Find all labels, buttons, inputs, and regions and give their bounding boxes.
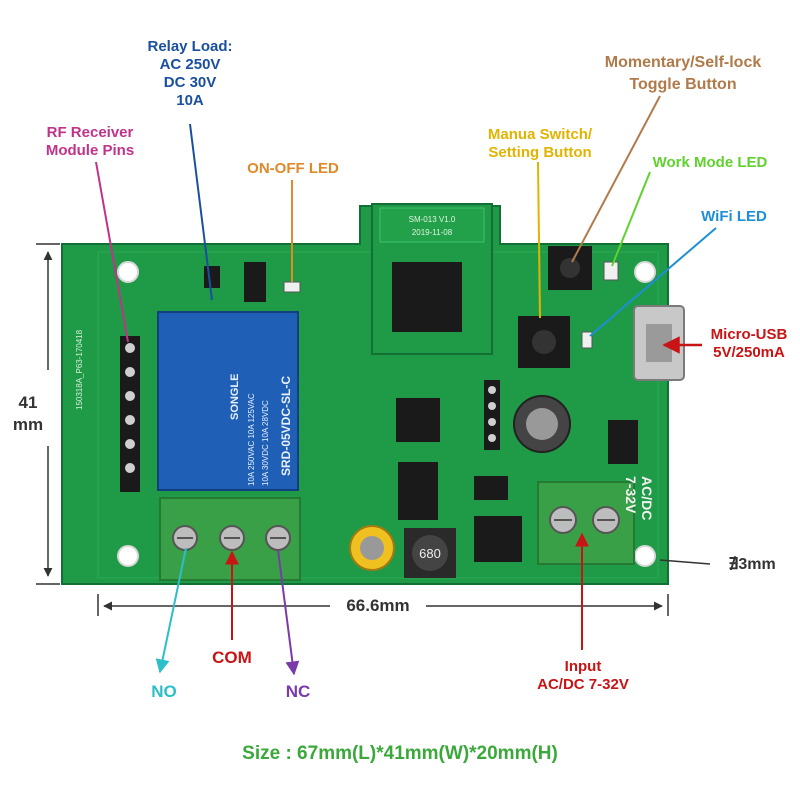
micro-usb-label: Micro-USB 5V/250mA bbox=[710, 326, 788, 361]
work-mode-led bbox=[603, 261, 619, 281]
work-mode-led-label: Work Mode LED bbox=[652, 154, 768, 171]
inductor-code: 680 bbox=[419, 546, 441, 561]
manual-switch-leader bbox=[537, 161, 541, 319]
ic-chip bbox=[474, 516, 522, 562]
wifi-module-date: 2019-11-08 bbox=[412, 228, 453, 237]
rf-receiver-label: RF Receiver Module Pins bbox=[45, 124, 135, 159]
relay-rating-2: 10A 30VDC 10A 28VDC bbox=[261, 400, 270, 486]
micro-usb-opening bbox=[646, 324, 672, 362]
mount-hole bbox=[117, 545, 139, 567]
com-label: COM bbox=[212, 648, 252, 667]
input-silk-voltage: 7-32V bbox=[623, 476, 639, 514]
width-dimension bbox=[97, 594, 669, 616]
input-terminal-block: AC/DC 7-32V bbox=[537, 476, 655, 565]
height-dimension-label: 41 mm bbox=[12, 393, 44, 434]
manual-switch-label: Manua Switch/ Setting Button bbox=[487, 126, 593, 161]
setting-button bbox=[518, 316, 570, 368]
rf-receiver-pins bbox=[120, 336, 140, 492]
input-silk-label: AC/DC bbox=[639, 476, 655, 520]
on-off-led bbox=[283, 281, 301, 293]
relay-terminal-block bbox=[159, 497, 301, 581]
input-label: Input AC/DC 7-32V bbox=[537, 658, 629, 693]
wifi-led-label: WiFi LED bbox=[701, 208, 767, 225]
work-mode-led-leader bbox=[611, 171, 651, 267]
ic-chip bbox=[396, 398, 440, 442]
mount-hole bbox=[117, 261, 139, 283]
mount-hole bbox=[634, 261, 656, 283]
momentary-toggle-label: Momentary/Self-lock Toggle Button bbox=[604, 54, 762, 93]
transistor bbox=[204, 266, 220, 288]
relay-brand: SONGLE bbox=[229, 374, 241, 420]
diode bbox=[244, 262, 266, 302]
relay: SONGLE SRD-05VDC-SL-C 10A 250VAC 10A 125… bbox=[157, 311, 299, 491]
no-arrow bbox=[155, 547, 187, 674]
wifi-led bbox=[581, 331, 593, 349]
capacitor-top bbox=[526, 408, 558, 440]
mount-hole bbox=[634, 545, 656, 567]
relay-load-label: Relay Load: AC 250V DC 30V 10A bbox=[147, 38, 233, 109]
relay-rating-1: 10A 250VAC 10A 125VAC bbox=[247, 393, 256, 486]
rf-receiver-leader bbox=[95, 161, 129, 343]
capacitor-top bbox=[360, 536, 384, 560]
toggle-button bbox=[548, 246, 592, 290]
pin-header bbox=[484, 380, 500, 450]
hole-dimension-label: ∄3mm bbox=[728, 556, 776, 573]
wifi-led-leader bbox=[589, 227, 717, 337]
nc-arrow bbox=[277, 549, 300, 676]
toggle-button-leader bbox=[571, 95, 661, 263]
regulator bbox=[398, 462, 438, 520]
no-label: NO bbox=[151, 682, 177, 701]
height-dimension bbox=[36, 243, 60, 585]
diode bbox=[474, 476, 508, 500]
wifi-module: SM-013 V1.0 2019-11-08 bbox=[371, 203, 493, 355]
hole-dim-leader bbox=[659, 559, 711, 565]
nc-label: NC bbox=[285, 682, 311, 701]
size-caption: Size : 67mm(L)*41mm(W)*20mm(H) bbox=[242, 743, 558, 764]
transistor bbox=[608, 420, 638, 464]
relay-load-leader bbox=[189, 123, 213, 301]
wifi-module-model: SM-013 V1.0 bbox=[409, 215, 456, 224]
on-off-led-label: ON-OFF LED bbox=[247, 160, 339, 177]
width-dimension-label: 66.6mm bbox=[346, 596, 410, 615]
wifi-chip bbox=[392, 262, 462, 332]
relay-model: SRD-05VDC-SL-C bbox=[279, 376, 293, 476]
pcb-code: 150318A_P63-170418 bbox=[75, 329, 84, 410]
